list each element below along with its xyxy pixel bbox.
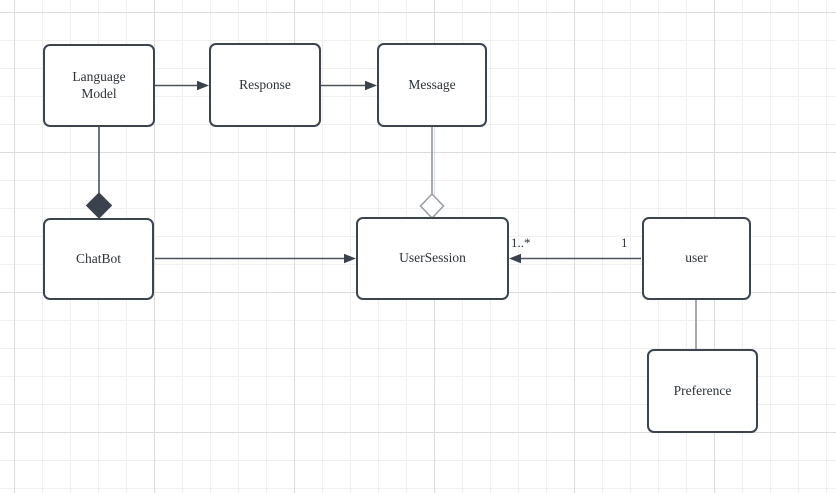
arrowhead-icon xyxy=(197,80,209,91)
composition-diamond-icon xyxy=(85,192,113,219)
node-preference[interactable]: Preference xyxy=(647,349,758,433)
node-label: UserSession xyxy=(399,250,466,266)
node-label: Preference xyxy=(673,382,732,398)
node-label: user xyxy=(685,250,708,266)
node-user-session[interactable]: UserSession xyxy=(356,217,509,300)
edge-message-user-session[interactable] xyxy=(419,127,445,220)
node-label: Message xyxy=(408,76,456,92)
arrowhead-icon xyxy=(344,253,356,264)
node-label: Language Model xyxy=(72,68,126,101)
arrowhead-icon xyxy=(509,253,521,264)
node-chatbot[interactable]: ChatBot xyxy=(43,218,154,300)
aggregation-diamond-icon xyxy=(419,192,445,220)
node-label: ChatBot xyxy=(75,250,121,266)
edge-chatbot-user-session[interactable] xyxy=(155,253,356,264)
arrowhead-icon xyxy=(365,80,377,91)
edge-language-model-chatbot[interactable] xyxy=(85,127,113,219)
node-label: Response xyxy=(239,76,291,92)
node-response[interactable]: Response xyxy=(209,43,321,127)
edge-response-message[interactable] xyxy=(321,80,377,91)
node-user[interactable]: user xyxy=(642,217,751,300)
node-language-model[interactable]: Language Model xyxy=(43,44,155,127)
multiplicity-label-target: 1..* xyxy=(511,235,531,250)
edge-user-user-session[interactable] xyxy=(509,253,641,264)
node-message[interactable]: Message xyxy=(377,43,487,127)
edge-language-model-response[interactable] xyxy=(155,80,209,91)
multiplicity-label-source: 1 xyxy=(621,235,628,250)
